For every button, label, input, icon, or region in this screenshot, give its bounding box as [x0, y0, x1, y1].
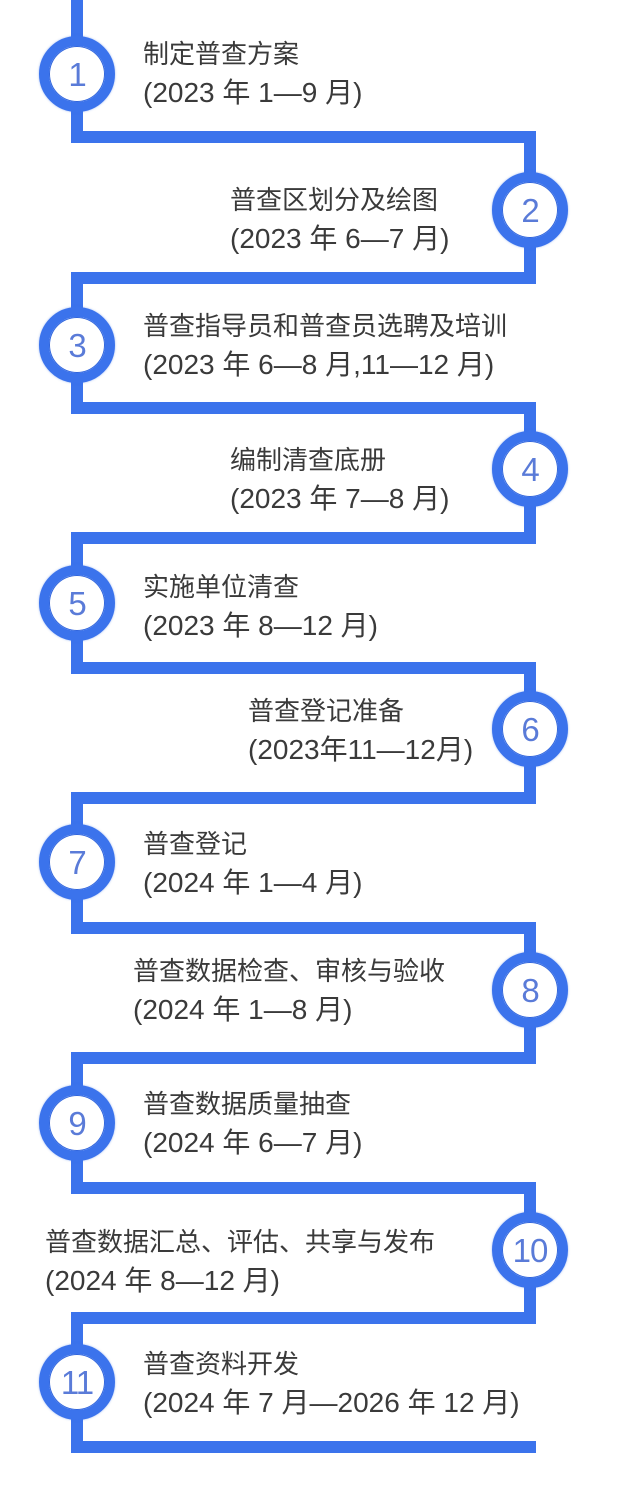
connector-line — [71, 1441, 536, 1453]
step-number: 10 — [512, 1231, 549, 1269]
step-number: 9 — [68, 1104, 86, 1142]
step-1: 制定普查方案 (2023 年 1—9 月) — [143, 37, 362, 111]
step-date: (2023 年 8—12 月) — [143, 610, 378, 641]
step-7: 普查登记 (2024 年 1—4 月) — [143, 827, 362, 901]
connector-line — [71, 532, 536, 544]
step-date: (2023 年 6—7 月) — [230, 223, 450, 254]
step-2: 普查区划分及绘图 (2023 年 6—7 月) — [230, 183, 449, 257]
step-title: 普查区划分及绘图 — [230, 186, 439, 216]
connector-line — [71, 131, 536, 143]
step-2-badge: 2 — [492, 172, 568, 248]
step-title: 编制清查底册 — [230, 446, 387, 476]
step-date: (2023年11—12月) — [248, 734, 474, 765]
step-1-badge: 1 — [39, 36, 115, 112]
step-title: 普查数据汇总、评估、共享与发布 — [45, 1228, 436, 1258]
step-date: (2024 年 1—4 月) — [143, 867, 363, 898]
step-date: (2023 年 6—8 月,11—12 月) — [143, 349, 495, 380]
step-5-badge: 5 — [39, 565, 115, 641]
step-9-badge: 9 — [39, 1085, 115, 1161]
connector-line — [71, 402, 536, 414]
step-number: 6 — [521, 710, 539, 748]
step-11: 普查资料开发 (2024 年 7 月—2026 年 12 月) — [143, 1347, 520, 1421]
step-number: 7 — [68, 843, 86, 881]
step-10-badge: 10 — [492, 1212, 568, 1288]
connector-line — [71, 1312, 536, 1324]
step-date: (2024 年 1—8 月) — [133, 994, 353, 1025]
step-7-badge: 7 — [39, 824, 115, 900]
step-title: 普查数据质量抽查 — [143, 1090, 352, 1120]
step-title: 普查资料开发 — [143, 1350, 300, 1380]
step-title: 普查指导员和普查员选聘及培训 — [143, 312, 508, 342]
step-date: (2024 年 6—7 月) — [143, 1127, 363, 1158]
step-4: 编制清查底册 (2023 年 7—8 月) — [230, 443, 449, 517]
step-number: 11 — [60, 1363, 94, 1401]
step-number: 5 — [68, 584, 86, 622]
step-date: (2023 年 7—8 月) — [230, 483, 450, 514]
step-6: 普查登记准备 (2023年11—12月) — [248, 694, 473, 768]
step-number: 3 — [68, 326, 86, 364]
step-title: 制定普查方案 — [143, 40, 300, 70]
step-title: 普查登记准备 — [248, 697, 405, 727]
step-title: 普查登记 — [143, 830, 248, 860]
step-5: 实施单位清查 (2023 年 8—12 月) — [143, 570, 378, 644]
step-6-badge: 6 — [492, 691, 568, 767]
step-3: 普查指导员和普查员选聘及培训 (2023 年 6—8 月,11—12 月) — [143, 309, 507, 383]
connector-line — [71, 792, 536, 804]
step-number: 2 — [521, 191, 539, 229]
step-10: 普查数据汇总、评估、共享与发布 (2024 年 8—12 月) — [45, 1225, 435, 1299]
step-number: 1 — [68, 55, 86, 93]
step-date: (2024 年 8—12 月) — [45, 1265, 280, 1296]
step-number: 4 — [521, 450, 539, 488]
step-title: 普查数据检查、审核与验收 — [133, 957, 446, 987]
step-number: 8 — [521, 971, 539, 1009]
step-title: 实施单位清查 — [143, 573, 300, 603]
step-8-badge: 8 — [492, 952, 568, 1028]
step-8: 普查数据检查、审核与验收 (2024 年 1—8 月) — [133, 954, 445, 1028]
connector-line — [71, 1182, 536, 1194]
step-11-badge: 11 — [39, 1344, 115, 1420]
connector-line — [71, 662, 536, 674]
step-date: (2023 年 1—9 月) — [143, 77, 363, 108]
step-date: (2024 年 7 月—2026 年 12 月) — [143, 1387, 520, 1418]
step-4-badge: 4 — [492, 431, 568, 507]
step-9: 普查数据质量抽查 (2024 年 6—7 月) — [143, 1087, 362, 1161]
connector-line — [71, 922, 536, 934]
connector-line — [71, 272, 536, 284]
connector-line — [71, 1052, 536, 1064]
step-3-badge: 3 — [39, 307, 115, 383]
